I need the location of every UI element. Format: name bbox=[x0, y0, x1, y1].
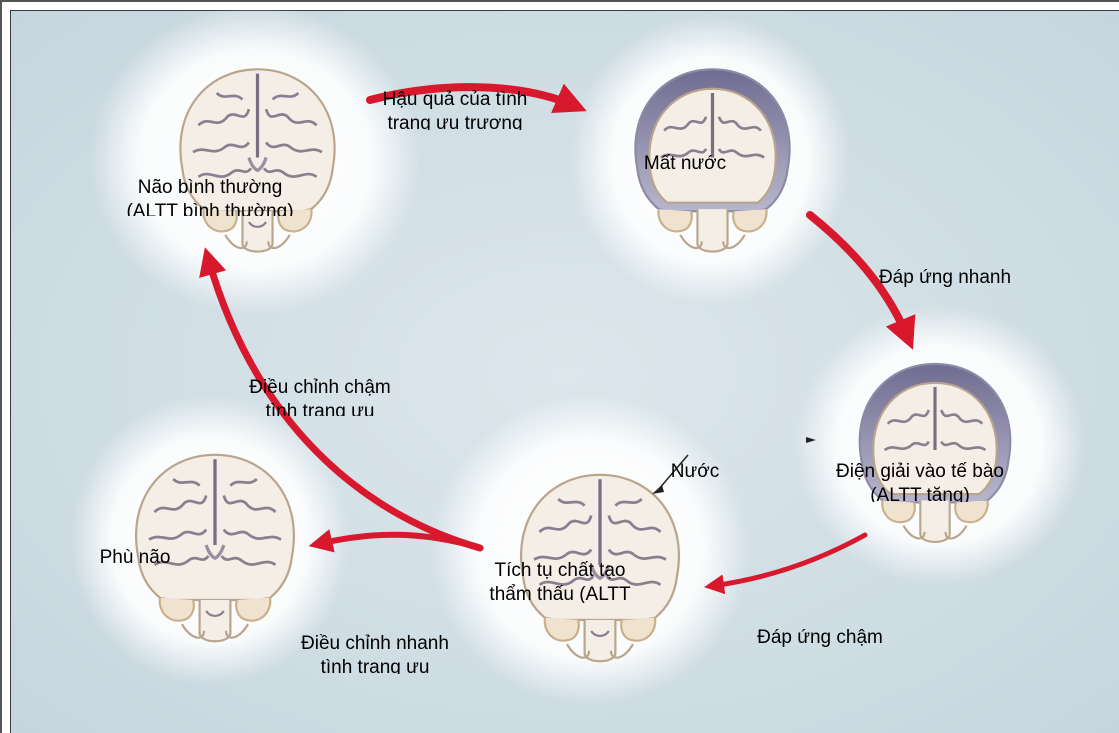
normal-brain-label-line2: (ALTT bình thường) bbox=[95, 200, 325, 216]
slow-correction-label-line2: tình trạng ưu bbox=[215, 400, 425, 416]
slow-correction-label: Điều chỉnh chậm tình trạng ưu bbox=[215, 376, 425, 416]
rapid-correction-label-line1: Điều chỉnh nhanh bbox=[270, 632, 480, 656]
electrolytes-brain-label-line2: (ALTT tăng) bbox=[805, 484, 1035, 502]
osmolytes-brain-label: Tích tụ chất tạo thẩm thấu (ALTT bbox=[460, 559, 660, 603]
hypertonic-label: Hậu quả của tình trạng ưu trương bbox=[355, 88, 555, 130]
osmolytes-brain-label-line2: thẩm thấu (ALTT bbox=[460, 583, 660, 603]
rapid-correction-label-line2: tình trạng ưu bbox=[270, 656, 480, 674]
dehydrated-brain-label-line1: Mất nước bbox=[610, 152, 760, 176]
rapid-adaptation-label-line1: Đáp ứng nhanh bbox=[850, 266, 1040, 290]
normal-brain-label-line1: Não bình thường bbox=[95, 176, 325, 200]
rapid-adaptation-label: Đáp ứng nhanh bbox=[850, 266, 1040, 292]
slow-adaptation-label-line1: Đáp ứng chậm bbox=[730, 626, 910, 650]
rapid-correction-label: Điều chỉnh nhanh tình trạng ưu bbox=[270, 632, 480, 674]
water-label-line1: Nước bbox=[655, 460, 735, 484]
slow-correction-label-line1: Điều chỉnh chậm bbox=[215, 376, 425, 400]
electrolytes-brain-label: Điện giải vào tế bào (ALTT tăng) bbox=[805, 460, 1035, 502]
edema-brain-label-line1: Phù não bbox=[80, 546, 190, 570]
hypertonic-label-line2: trạng ưu trương bbox=[355, 112, 555, 130]
normal-brain-label: Não bình thường (ALTT bình thường) bbox=[95, 176, 325, 216]
electrolytes-brain-label-line1: Điện giải vào tế bào bbox=[805, 460, 1035, 484]
edema-brain-label: Phù não bbox=[80, 546, 190, 572]
water-label: Nước bbox=[655, 460, 735, 486]
slow-adaptation-label: Đáp ứng chậm bbox=[730, 626, 910, 652]
osmolytes-brain-label-line1: Tích tụ chất tạo bbox=[460, 559, 660, 583]
hypertonic-label-line1: Hậu quả của tình bbox=[355, 88, 555, 112]
dehydrated-brain-label: Mất nước bbox=[610, 152, 760, 178]
